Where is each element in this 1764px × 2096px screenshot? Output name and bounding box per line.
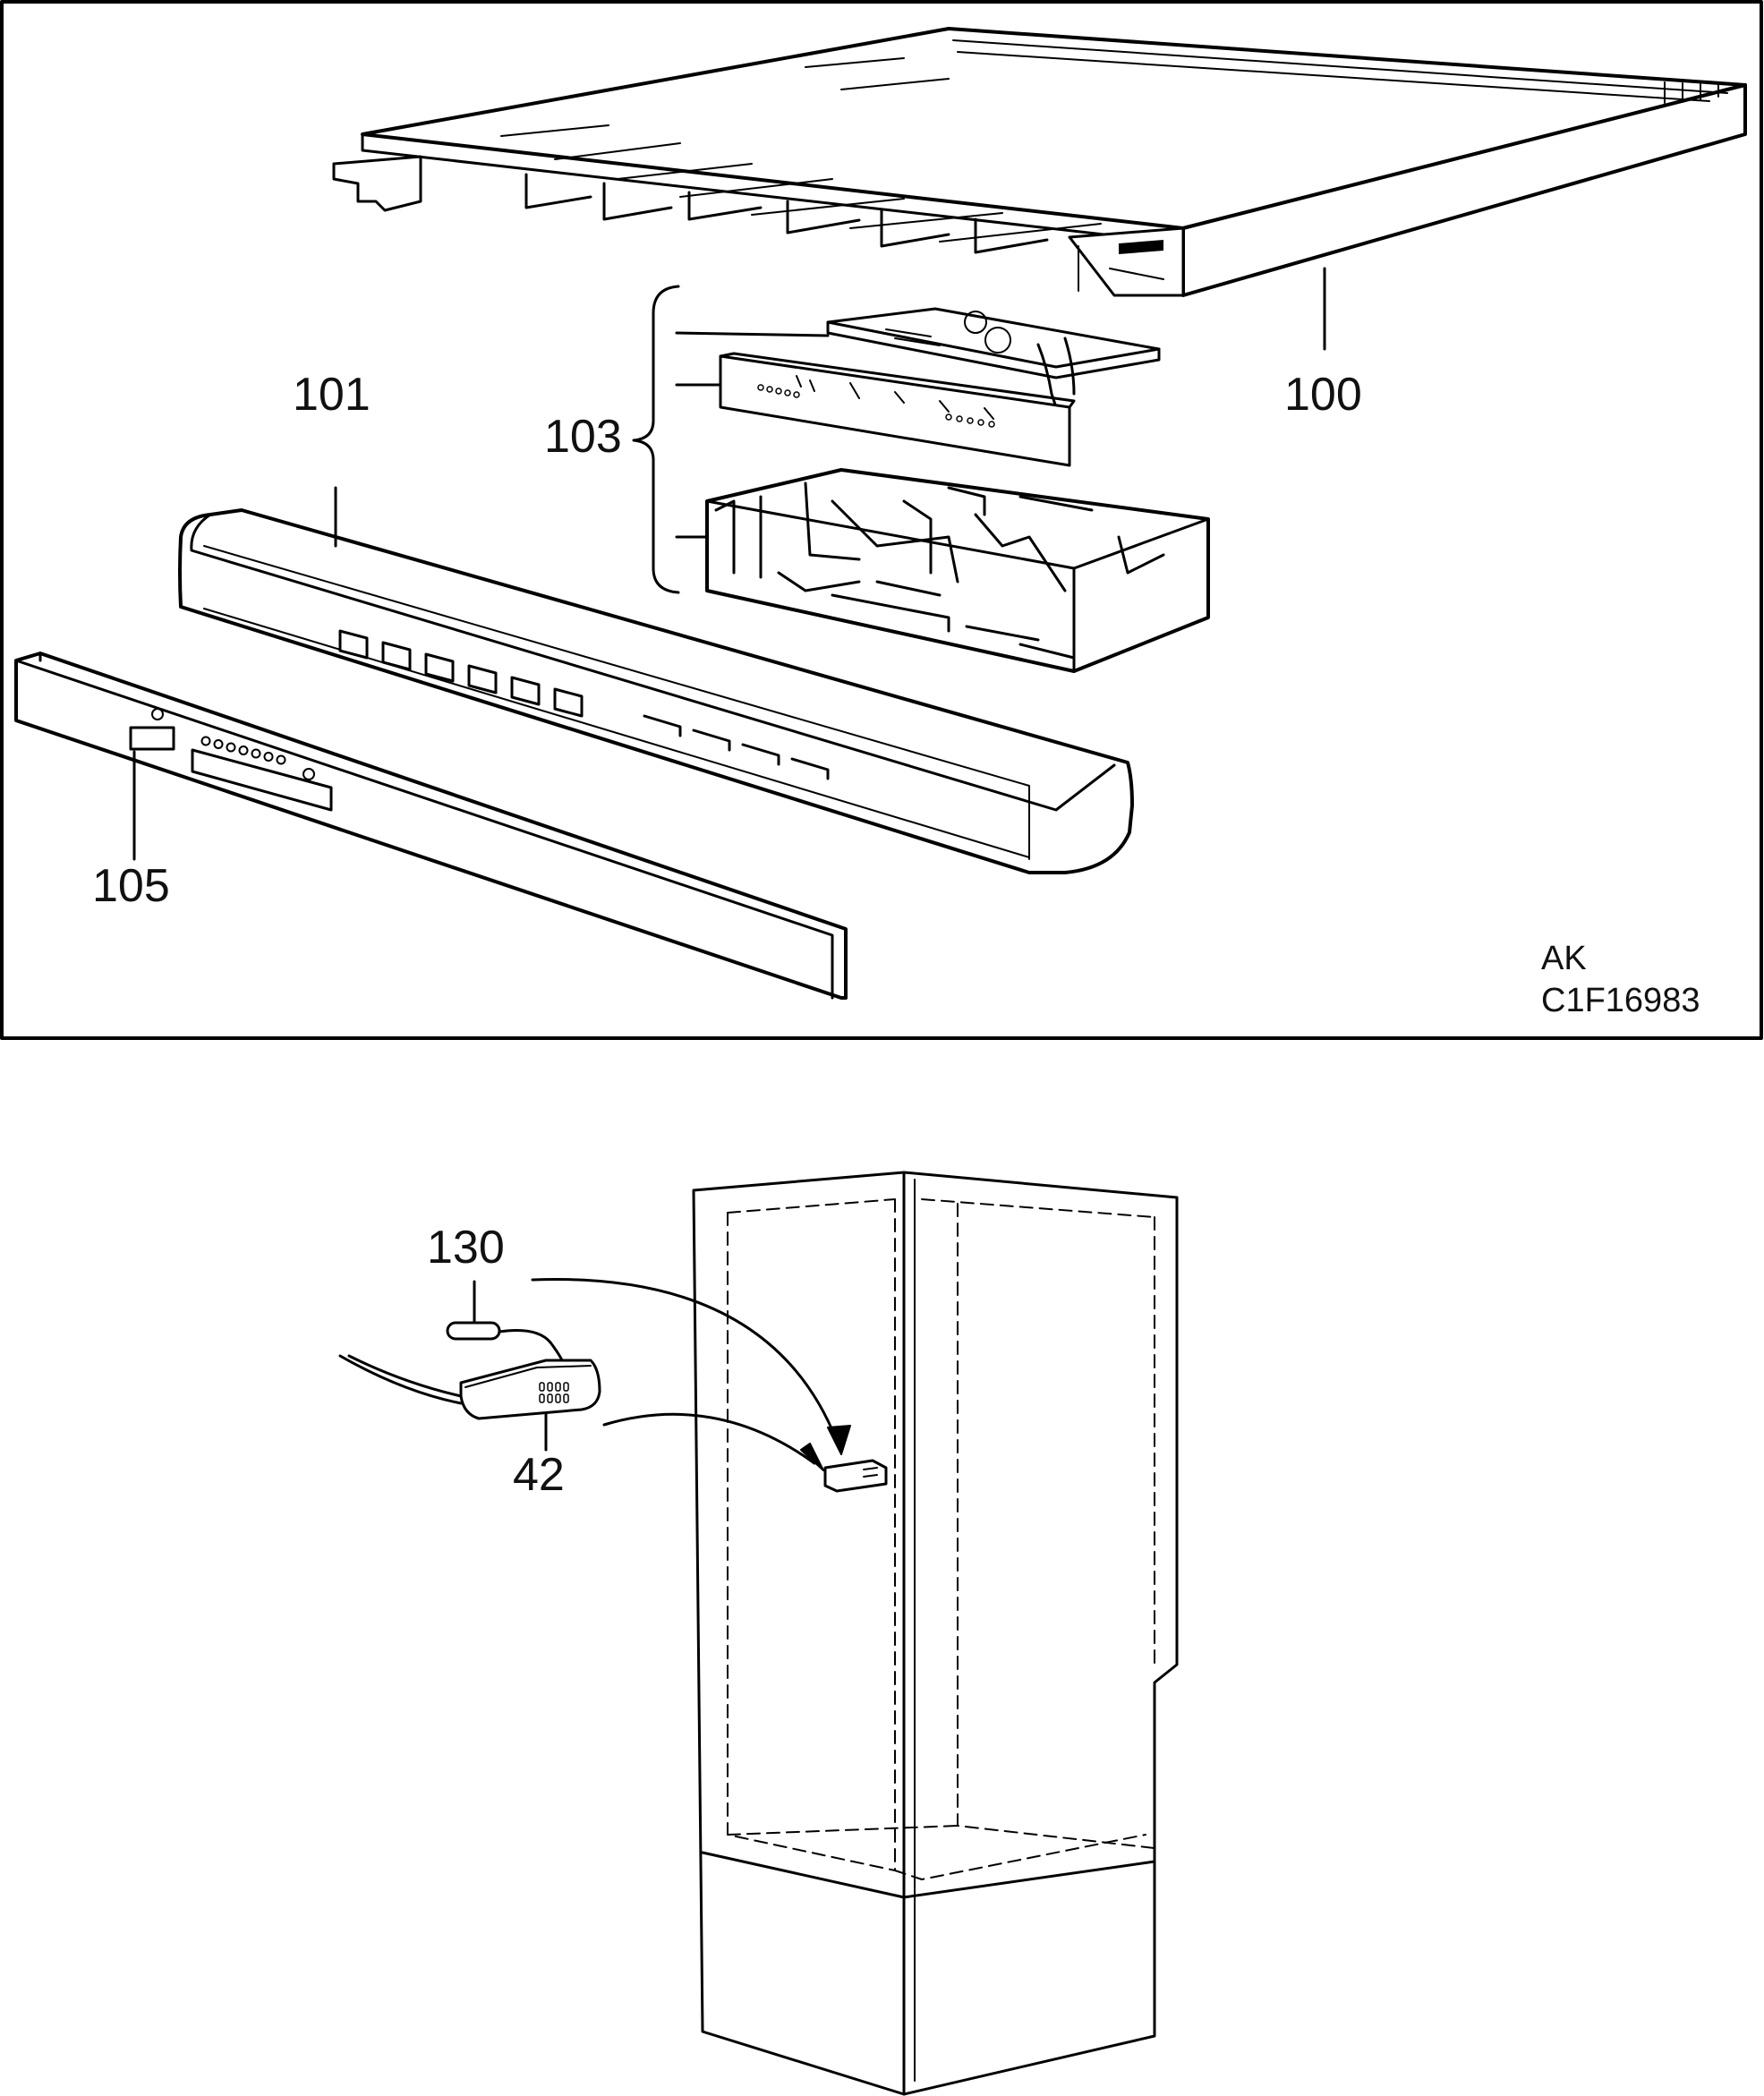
callout-101: 101 bbox=[293, 369, 371, 421]
display-board-leds bbox=[757, 384, 995, 428]
panel-button-recess bbox=[381, 641, 412, 671]
cabinet bbox=[692, 1171, 1179, 2096]
panel-key-slot bbox=[643, 714, 682, 737]
callout-100: 100 bbox=[1284, 369, 1362, 421]
brace-103 bbox=[632, 285, 680, 594]
callout-103: 103 bbox=[544, 411, 622, 463]
callout-130: 130 bbox=[427, 1222, 505, 1274]
callout-105: 105 bbox=[92, 860, 170, 912]
switch-box-slot bbox=[539, 1393, 545, 1403]
fascia-indicator-dot bbox=[251, 748, 261, 759]
panel-button-recess bbox=[424, 652, 455, 683]
fascia-indicator-dot bbox=[226, 742, 236, 753]
switch-box-42 bbox=[338, 1354, 601, 1420]
drawing-code-line2: C1F16983 bbox=[1541, 982, 1700, 1019]
led-dot bbox=[766, 386, 773, 393]
led-dot bbox=[793, 391, 800, 398]
led-dot bbox=[784, 389, 791, 396]
top-frame-border bbox=[0, 0, 1763, 1040]
panel-button-recess bbox=[467, 664, 498, 694]
callout-42: 42 bbox=[513, 1449, 565, 1501]
fascia-indicator-dot bbox=[213, 739, 224, 749]
fascia-indicator-dots bbox=[200, 736, 286, 765]
switch-box-slot bbox=[539, 1382, 545, 1392]
display-board bbox=[719, 352, 1076, 467]
led-dot bbox=[967, 417, 974, 424]
switch-box-slot bbox=[563, 1382, 569, 1392]
led-dot bbox=[945, 413, 952, 421]
fascia-indicator-dot bbox=[238, 746, 249, 755]
worktop-cover-100 bbox=[332, 27, 1747, 297]
pcb-board bbox=[826, 307, 1161, 422]
led-dot bbox=[988, 421, 995, 428]
module-housing bbox=[705, 468, 1210, 673]
switch-box-slots bbox=[539, 1382, 569, 1403]
drawing-code-line1: AK bbox=[1541, 940, 1587, 977]
switch-box-slot bbox=[555, 1382, 561, 1392]
panel-button-recess bbox=[510, 676, 541, 706]
panel-button-recess bbox=[338, 629, 369, 660]
fascia-strip-105 bbox=[14, 652, 848, 1000]
control-panel-buttons bbox=[338, 629, 830, 780]
switch-box-slot bbox=[563, 1393, 569, 1403]
control-panel-101 bbox=[178, 508, 1134, 874]
switch-box-slot bbox=[547, 1382, 553, 1392]
led-dot bbox=[775, 388, 782, 395]
fascia-indicator-dot bbox=[276, 754, 286, 765]
led-dot bbox=[977, 419, 984, 426]
switch-box-slot bbox=[547, 1393, 553, 1403]
led-dot bbox=[956, 415, 963, 422]
leaders-103 bbox=[675, 331, 830, 539]
panel-key-slot bbox=[692, 728, 731, 752]
led-dot bbox=[757, 384, 764, 391]
fascia-indicator-dot bbox=[200, 736, 211, 746]
panel-key-slot bbox=[741, 743, 780, 766]
assembly-arrows bbox=[531, 1278, 851, 1471]
receiver-clip bbox=[823, 1459, 888, 1493]
switch-box-slot bbox=[555, 1393, 561, 1403]
panel-button-recess bbox=[553, 687, 584, 718]
fascia-indicator-dot bbox=[263, 752, 274, 762]
panel-key-slot bbox=[790, 757, 830, 780]
lip-mark bbox=[1119, 240, 1163, 254]
